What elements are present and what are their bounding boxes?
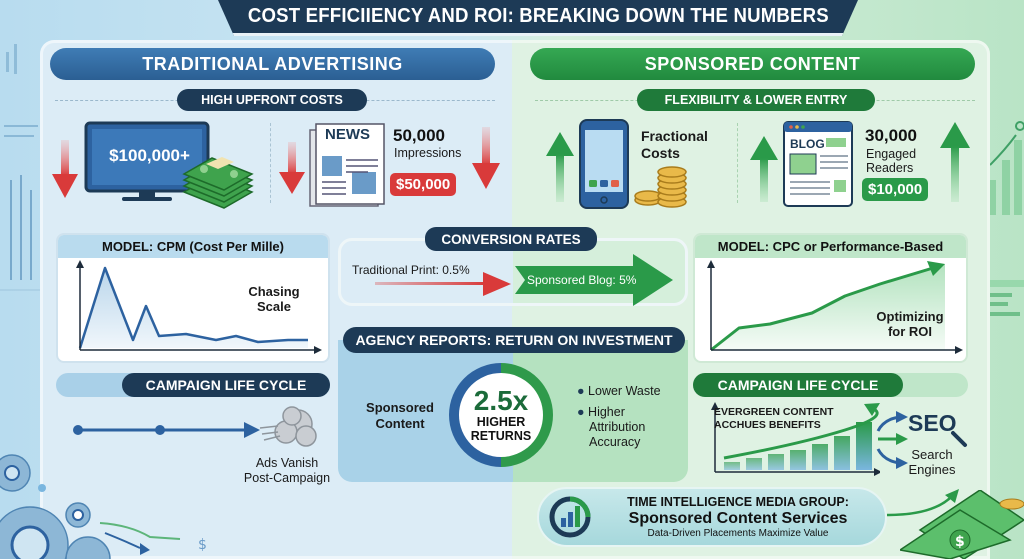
optimizing-roi-note: Optimizing for ROI	[870, 309, 950, 339]
up-arrow-icon	[940, 122, 970, 202]
cpc-line-chart	[707, 260, 963, 354]
scale-label: Scale	[257, 299, 291, 314]
smoke-cloud-icon	[259, 406, 317, 447]
readers-label-2: Readers	[866, 161, 914, 175]
bullet-text: Lower Waste	[588, 384, 661, 398]
readers-value: 30,000	[865, 126, 917, 145]
up-arrow-icon	[546, 132, 574, 202]
growth-arrow-icon	[886, 489, 959, 517]
bullet-text: Higher	[588, 405, 625, 419]
sponsored-header: SPONSORED CONTENT	[530, 48, 975, 80]
left-lifecycle-title: CAMPAIGN LIFE CYCLE	[122, 373, 330, 397]
impressions-value: 50,000	[393, 126, 445, 145]
news-label: NEWS	[325, 126, 370, 143]
evergreen-note: EVERGREEN CONTENT ACCHUES BENEFITS	[714, 406, 834, 432]
content-label: Content	[375, 416, 425, 431]
chasing-label: Chasing	[248, 284, 300, 299]
divider	[270, 123, 271, 203]
down-arrow-icon	[52, 140, 78, 198]
returns-label: RETURNS	[470, 429, 532, 443]
fractional-costs-label-1: Fractional	[641, 128, 708, 144]
footer-text: TIME INTELLIGENCE MEDIA GROUP: Sponsored…	[603, 495, 873, 539]
roi-bullet-list: ● Lower Waste ● Higher Attribution Accur…	[577, 384, 661, 450]
evergreen-label-2: ACCHUES BENEFITS	[714, 419, 821, 431]
readers-label-1: Engaged	[866, 147, 917, 161]
roi-ring-center: 2.5x HIGHER RETURNS	[459, 373, 543, 457]
tv-cost: $100,000+	[109, 146, 190, 165]
print-cost-badge: $50,000	[390, 173, 457, 196]
engines-label: Engines	[908, 462, 956, 477]
seo-label: SEO	[908, 410, 957, 436]
title-banner: COST EFFICIIENCY AND ROI: BREAKING DOWN …	[218, 0, 858, 36]
sponsored-content-label: Sponsored Content	[355, 400, 445, 432]
chasing-scale-note: Chasing Scale	[248, 284, 300, 314]
post-campaign-label: Post-Campaign	[243, 471, 331, 485]
for-roi-label: for ROI	[887, 324, 933, 339]
blog-label: BLOG	[790, 137, 825, 151]
blog-browser-icon	[783, 121, 853, 207]
smartphone-icon	[579, 119, 629, 209]
search-engines-note: Search Engines	[900, 447, 964, 477]
lifecycle-timeline	[73, 422, 260, 438]
right-lifecycle-title: CAMPAIGN LIFE CYCLE	[693, 373, 903, 397]
divider	[737, 123, 738, 203]
high-upfront-costs-label: HIGH UPFRONT COSTS	[177, 89, 367, 111]
footer-branding: TIME INTELLIGENCE MEDIA GROUP: Sponsored…	[537, 487, 887, 547]
down-arrow-icon	[279, 142, 305, 194]
bullet-text-cont: Accuracy	[589, 435, 641, 449]
left-decor-charts	[0, 44, 40, 291]
svg-text:$: $	[198, 537, 207, 553]
roi-multiplier: 2.5x	[473, 385, 529, 416]
ads-vanish-label: Ads Vanish	[255, 456, 319, 470]
money-bills-icon: $	[900, 490, 1024, 559]
bullet-text-cont: Attribution	[589, 420, 646, 434]
right-decor-charts	[990, 121, 1024, 316]
flexibility-label: FLEXIBILITY & LOWER ENTRY	[637, 89, 875, 111]
fractional-costs-label-2: Costs	[641, 145, 680, 161]
company-logo-icon	[549, 496, 591, 538]
cpc-model-title: MODEL: CPC or Performance-Based	[695, 235, 966, 258]
green-arrow-icon	[515, 254, 673, 306]
down-arrow-icon	[472, 127, 500, 189]
conversion-rates-title: CONVERSION RATES	[425, 227, 597, 251]
sponsored-header-label: SPONSORED CONTENT	[644, 53, 861, 74]
newspaper-icon	[309, 123, 385, 207]
tagline: Data-Driven Placements Maximize Value	[647, 528, 829, 539]
magnifier-handle-icon	[951, 431, 967, 447]
ads-vanish-note: Ads Vanish Post-Campaign	[232, 456, 342, 486]
higher-label: HIGHER	[476, 415, 526, 429]
traditional-print-rate: Traditional Print: 0.5%	[352, 263, 470, 277]
coins-icon	[634, 166, 687, 208]
service-name: Sponsored Content Services	[628, 510, 848, 527]
bullet-lower-waste: ● Lower Waste	[577, 384, 661, 398]
evergreen-bar-chart	[711, 402, 880, 476]
gears-decoration: $	[0, 454, 207, 559]
tv-icon	[84, 121, 210, 201]
roi-ring: 2.5x HIGHER RETURNS	[449, 363, 553, 467]
company-name: TIME INTELLIGENCE MEDIA GROUP:	[627, 495, 849, 509]
seo-arrows-icon	[876, 411, 908, 469]
impressions-label: Impressions	[394, 146, 462, 160]
evergreen-label-1: EVERGREEN CONTENT	[714, 406, 834, 418]
roi-title: AGENCY REPORTS: RETURN ON INVESTMENT	[343, 327, 685, 353]
bullet-attribution: ● Higher	[577, 405, 625, 419]
optimizing-label: Optimizing	[876, 309, 944, 324]
cpm-line-chart	[76, 260, 322, 354]
page-title: COST EFFICIIENCY AND ROI: BREAKING DOWN …	[247, 5, 829, 27]
sponsored-blog-rate: Sponsored Blog: 5%	[527, 273, 637, 287]
up-arrow-icon	[750, 136, 778, 202]
traditional-header-label: TRADITIONAL ADVERTISING	[142, 53, 403, 74]
cash-stack-icon	[182, 157, 254, 209]
cpm-model-title: MODEL: CPM (Cost Per Mille)	[58, 235, 328, 258]
svg-text:$: $	[955, 534, 965, 550]
blog-cost-badge: $10,000	[862, 178, 929, 201]
sponsored-label: Sponsored	[366, 400, 434, 415]
traditional-header: TRADITIONAL ADVERTISING	[50, 48, 495, 80]
red-arrow-icon	[375, 272, 511, 296]
search-label: Search	[911, 447, 953, 462]
